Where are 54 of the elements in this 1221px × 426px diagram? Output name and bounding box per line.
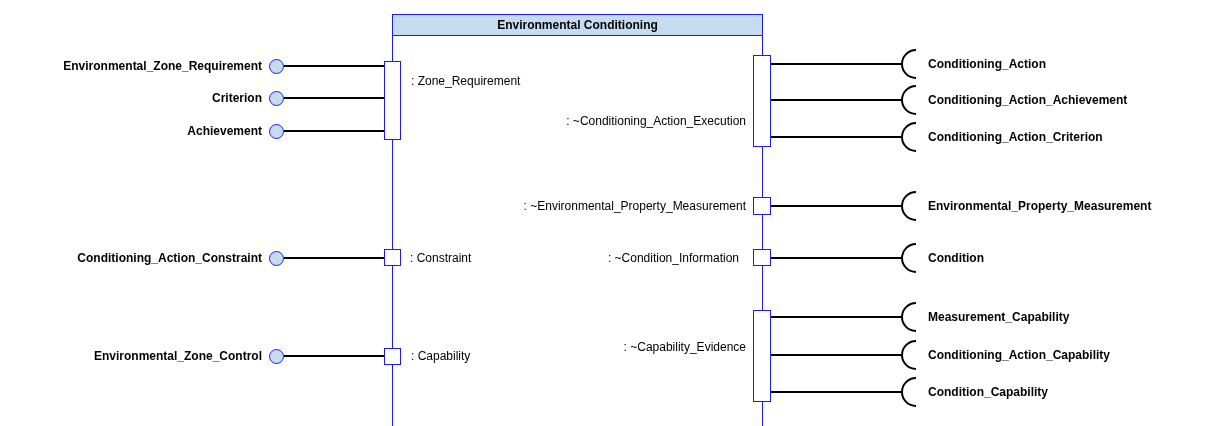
connector-line <box>770 257 902 259</box>
connector-line <box>283 97 385 99</box>
interface-label: Condition <box>928 251 984 265</box>
interface-label: Environmental_Zone_Requirement <box>63 59 262 73</box>
port-box <box>753 249 771 266</box>
port-box <box>384 348 401 365</box>
interface-label: Achievement <box>187 124 262 138</box>
interface-label: Conditioning_Action <box>928 57 1046 71</box>
port-label: : Zone_Requirement <box>411 74 521 88</box>
interface-label: Environmental_Property_Measurement <box>928 199 1152 213</box>
connector-line <box>770 63 902 65</box>
port-box <box>753 197 771 215</box>
connector-line <box>770 354 902 356</box>
interface-label: Condition_Capability <box>928 385 1048 399</box>
port-box <box>753 310 771 402</box>
port-label: : ~Conditioning_Action_Execution <box>566 114 746 128</box>
required-interface-socket <box>901 122 916 152</box>
port-label: : ~Capability_Evidence <box>623 340 746 354</box>
required-interface-socket <box>901 85 916 115</box>
interface-label: Conditioning_Action_Capability <box>928 348 1110 362</box>
connector-line <box>770 205 902 207</box>
required-interface-socket <box>901 191 916 221</box>
provided-interface-circle <box>269 90 284 106</box>
port-box <box>753 55 771 147</box>
provided-interface-circle <box>269 58 284 74</box>
provided-interface-circle <box>269 250 284 266</box>
port-label: : ~Condition_Information <box>607 251 739 265</box>
port-box <box>384 249 401 266</box>
port-box <box>384 61 401 140</box>
port-label: : Capability <box>411 349 471 363</box>
required-interface-socket <box>901 340 916 370</box>
connector-line <box>770 136 902 138</box>
required-interface-socket <box>901 243 916 273</box>
connector-line <box>283 355 385 357</box>
interface-label: Conditioning_Action_Achievement <box>928 93 1128 107</box>
connector-line <box>770 316 902 318</box>
interface-label: Conditioning_Action_Constraint <box>77 251 262 265</box>
connector-line <box>770 99 902 101</box>
required-interface-socket <box>901 49 916 79</box>
provided-interface-circle <box>269 123 284 139</box>
port-label: : ~Environmental_Property_Measurement <box>523 199 746 213</box>
connector-line <box>283 65 385 67</box>
interface-label: Environmental_Zone_Control <box>93 349 262 363</box>
interface-label: Criterion <box>212 91 262 105</box>
required-interface-socket <box>901 377 916 407</box>
connector-line <box>283 130 385 132</box>
connector-line <box>770 391 902 393</box>
port-label: : Constraint <box>410 251 472 265</box>
interface-label: Conditioning_Action_Criterion <box>928 130 1103 144</box>
required-interface-socket <box>901 302 916 332</box>
provided-interface-circle <box>269 348 284 364</box>
block-header: Environmental Conditioning <box>392 14 763 36</box>
connector-line <box>283 257 385 259</box>
interface-label: Measurement_Capability <box>928 310 1070 324</box>
